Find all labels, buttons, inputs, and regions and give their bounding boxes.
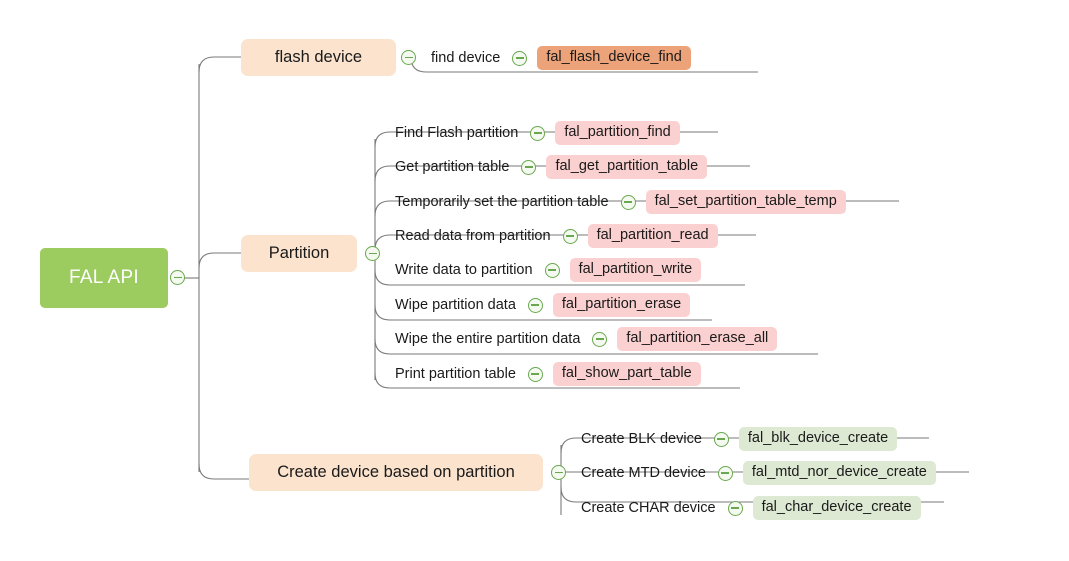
- api-badge[interactable]: fal_partition_write: [569, 258, 702, 282]
- leaf-row[interactable]: Read data from partition fal_partition_r…: [395, 221, 718, 251]
- collapse-minus-icon-partition[interactable]: [365, 246, 380, 261]
- leaf-label: Read data from partition: [395, 227, 551, 244]
- leaf-label: Find Flash partition: [395, 124, 519, 141]
- leaf-row[interactable]: Get partition table fal_get_partition_ta…: [395, 152, 708, 182]
- branch-node-partition[interactable]: Partition: [241, 235, 357, 272]
- leaf-label: Wipe the entire partition data: [395, 330, 581, 347]
- collapse-minus-icon-root[interactable]: [170, 270, 185, 285]
- leaf-label: Print partition table: [395, 365, 516, 382]
- collapse-minus-icon-create-device[interactable]: [551, 465, 566, 480]
- leaf-row[interactable]: Create CHAR device fal_char_device_creat…: [581, 493, 921, 523]
- collapse-minus-icon-leaf[interactable]: [521, 159, 537, 175]
- leaf-row[interactable]: Temporarily set the partition table fal_…: [395, 187, 846, 217]
- leaf-label: Write data to partition: [395, 261, 533, 278]
- api-badge[interactable]: fal_flash_device_find: [537, 46, 691, 70]
- leaf-label: Create MTD device: [581, 464, 706, 481]
- collapse-minus-icon-leaf[interactable]: [713, 431, 729, 447]
- api-badge[interactable]: fal_partition_erase_all: [617, 327, 778, 351]
- collapse-minus-icon-leaf[interactable]: [562, 228, 578, 244]
- leaf-row[interactable]: Create BLK device fal_blk_device_create: [581, 424, 898, 454]
- api-badge[interactable]: fal_partition_read: [587, 224, 718, 248]
- api-badge[interactable]: fal_partition_find: [555, 121, 680, 145]
- leaf-label: find device: [431, 49, 501, 66]
- api-badge[interactable]: fal_get_partition_table: [546, 155, 708, 179]
- api-badge[interactable]: fal_set_partition_table_temp: [645, 190, 846, 214]
- root-node-label: FAL API: [68, 267, 140, 288]
- leaf-label: Temporarily set the partition table: [395, 193, 609, 210]
- branch-node-label: flash device: [274, 48, 363, 66]
- leaf-label: Create CHAR device: [581, 499, 716, 516]
- api-badge[interactable]: fal_show_part_table: [552, 362, 701, 386]
- leaf-row[interactable]: find device fal_flash_device_find: [431, 43, 691, 73]
- branch-node-label: Create device based on partition: [277, 463, 515, 481]
- api-badge[interactable]: fal_blk_device_create: [738, 427, 898, 451]
- api-badge[interactable]: fal_mtd_nor_device_create: [742, 461, 936, 485]
- root-node-fal-api[interactable]: FAL API: [40, 248, 168, 308]
- collapse-minus-icon-leaf[interactable]: [512, 50, 528, 66]
- leaf-row[interactable]: Print partition table fal_show_part_tabl…: [395, 359, 701, 389]
- leaf-row[interactable]: Find Flash partition fal_partition_find: [395, 118, 680, 148]
- leaf-row[interactable]: Wipe the entire partition data fal_parti…: [395, 324, 778, 354]
- leaf-label: Get partition table: [395, 158, 510, 175]
- branch-node-label: Partition: [268, 244, 330, 262]
- collapse-minus-icon-leaf[interactable]: [727, 500, 743, 516]
- collapse-minus-icon-flash-device[interactable]: [401, 50, 416, 65]
- collapse-minus-icon-leaf[interactable]: [717, 465, 733, 481]
- branch-node-create-device[interactable]: Create device based on partition: [249, 454, 543, 491]
- leaf-row[interactable]: Write data to partition fal_partition_wr…: [395, 255, 702, 285]
- leaf-row[interactable]: Wipe partition data fal_partition_erase: [395, 290, 691, 320]
- api-badge[interactable]: fal_partition_erase: [552, 293, 691, 317]
- collapse-minus-icon-leaf[interactable]: [530, 125, 546, 141]
- collapse-minus-icon-leaf[interactable]: [592, 331, 608, 347]
- collapse-minus-icon-leaf[interactable]: [620, 194, 636, 210]
- collapse-minus-icon-leaf[interactable]: [544, 262, 560, 278]
- api-badge[interactable]: fal_char_device_create: [752, 496, 921, 520]
- branch-node-flash-device[interactable]: flash device: [241, 39, 396, 76]
- collapse-minus-icon-leaf[interactable]: [527, 366, 543, 382]
- leaf-label: Create BLK device: [581, 430, 702, 447]
- leaf-row[interactable]: Create MTD device fal_mtd_nor_device_cre…: [581, 458, 936, 488]
- leaf-label: Wipe partition data: [395, 296, 516, 313]
- collapse-minus-icon-leaf[interactable]: [527, 297, 543, 313]
